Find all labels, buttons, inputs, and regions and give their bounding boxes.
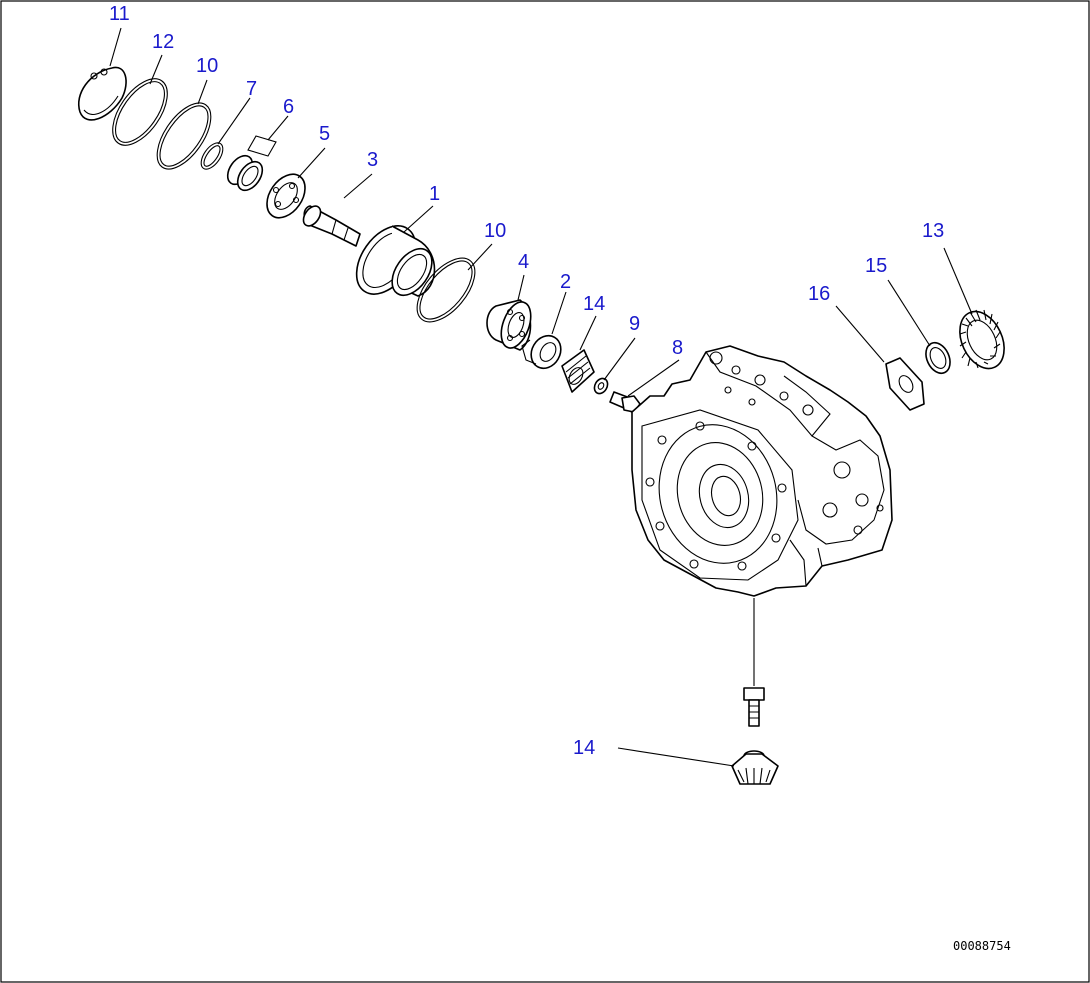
callout-15: 15 <box>865 255 887 277</box>
part-13-tapered-bearing <box>959 309 1005 370</box>
callout-2: 2 <box>560 271 571 293</box>
callout-13: 13 <box>922 220 944 242</box>
callout-6: 6 <box>283 96 294 118</box>
callout-10-lower: 10 <box>484 220 506 242</box>
callout-11: 11 <box>109 3 130 25</box>
part-12-ring <box>112 78 168 146</box>
part-9-washer <box>593 377 609 395</box>
callout-8: 8 <box>672 337 683 359</box>
callout-3: 3 <box>367 149 378 171</box>
part-10-o-ring-lower <box>416 257 476 323</box>
part-4-bearing <box>486 299 532 351</box>
part-14-bevel-gear-upper <box>561 349 595 393</box>
callout-12: 12 <box>152 31 174 53</box>
lower-bolt <box>743 687 765 727</box>
part-5-bearing <box>266 173 306 219</box>
part-3-shaft <box>302 205 361 247</box>
callout-14-upper: 14 <box>583 293 605 315</box>
callout-10-upper: 10 <box>196 55 218 77</box>
part-10-o-ring-upper <box>156 102 212 170</box>
transmission-case <box>631 345 893 597</box>
part-7-snap-ring <box>200 142 224 170</box>
callout-7: 7 <box>246 78 257 100</box>
part-6-seal-rings <box>226 135 277 192</box>
part-2-collar <box>521 334 562 370</box>
part-16-shim <box>885 357 925 411</box>
callout-9: 9 <box>629 313 640 335</box>
part-11-snap-ring <box>77 66 127 121</box>
callout-14-lower: 14 <box>573 737 595 759</box>
callout-5: 5 <box>319 123 330 145</box>
drawing-number: 00088754 <box>953 939 1011 953</box>
part-14-bevel-gear-lower <box>731 750 779 785</box>
leader-lines <box>109 27 973 767</box>
callout-1: 1 <box>429 183 440 205</box>
part-15-race <box>925 341 951 375</box>
part-1-retainer <box>355 225 436 297</box>
callout-labels: 11 12 10 7 6 5 3 1 10 4 2 14 9 8 16 15 1… <box>109 3 944 759</box>
callout-16: 16 <box>808 283 830 305</box>
callout-4: 4 <box>518 251 529 273</box>
